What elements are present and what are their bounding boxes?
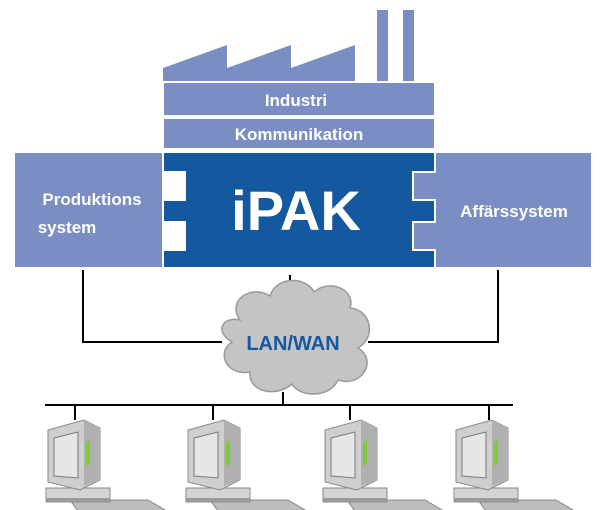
- produktionssystem-label-line1: Produktions: [42, 190, 141, 209]
- desktop-computer-icon: [45, 419, 173, 510]
- network-bus: [45, 392, 513, 420]
- produktionssystem-label-line2: system: [38, 218, 97, 237]
- ipak-label: iPAK: [231, 179, 361, 242]
- factory-roof-icon: [163, 10, 414, 82]
- ipak-block: iPAK: [162, 151, 436, 269]
- desktop-computer-icon: [322, 419, 450, 510]
- workstation-3: [322, 419, 450, 510]
- desktop-computer-icon: [185, 419, 313, 510]
- industri-block: Industri: [162, 81, 436, 117]
- lan-wan-cloud-icon: LAN/WAN: [221, 279, 371, 395]
- industri-block-shape: [162, 81, 436, 117]
- affarssystem-label: Affärssystem: [460, 202, 568, 221]
- desktop-computer-icon: [453, 419, 581, 510]
- produktion-to-network-line: [82, 270, 222, 343]
- workstation-2: [185, 419, 313, 510]
- chimney-right: [403, 10, 414, 82]
- industri-label: Industri: [265, 91, 327, 110]
- factory-sawtooth-roof: [163, 45, 355, 82]
- ipak-core-shape: [162, 151, 436, 269]
- produktionssystem-puzzle-shape: [13, 151, 186, 269]
- affarssystem-block: Affärssystem: [412, 151, 593, 269]
- workstation-1: [45, 419, 173, 510]
- kommunikation-block: Kommunikation: [162, 117, 436, 150]
- workstation-4: [453, 419, 581, 510]
- kommunikation-label: Kommunikation: [235, 125, 363, 144]
- affar-to-network-line: [368, 270, 499, 343]
- cloud-shape: [221, 279, 371, 395]
- lan-wan-label: LAN/WAN: [246, 333, 339, 355]
- produktionssystem-block: Produktions system: [13, 151, 186, 269]
- chimney-left: [377, 10, 388, 82]
- kommunikation-block-shape: [162, 117, 436, 150]
